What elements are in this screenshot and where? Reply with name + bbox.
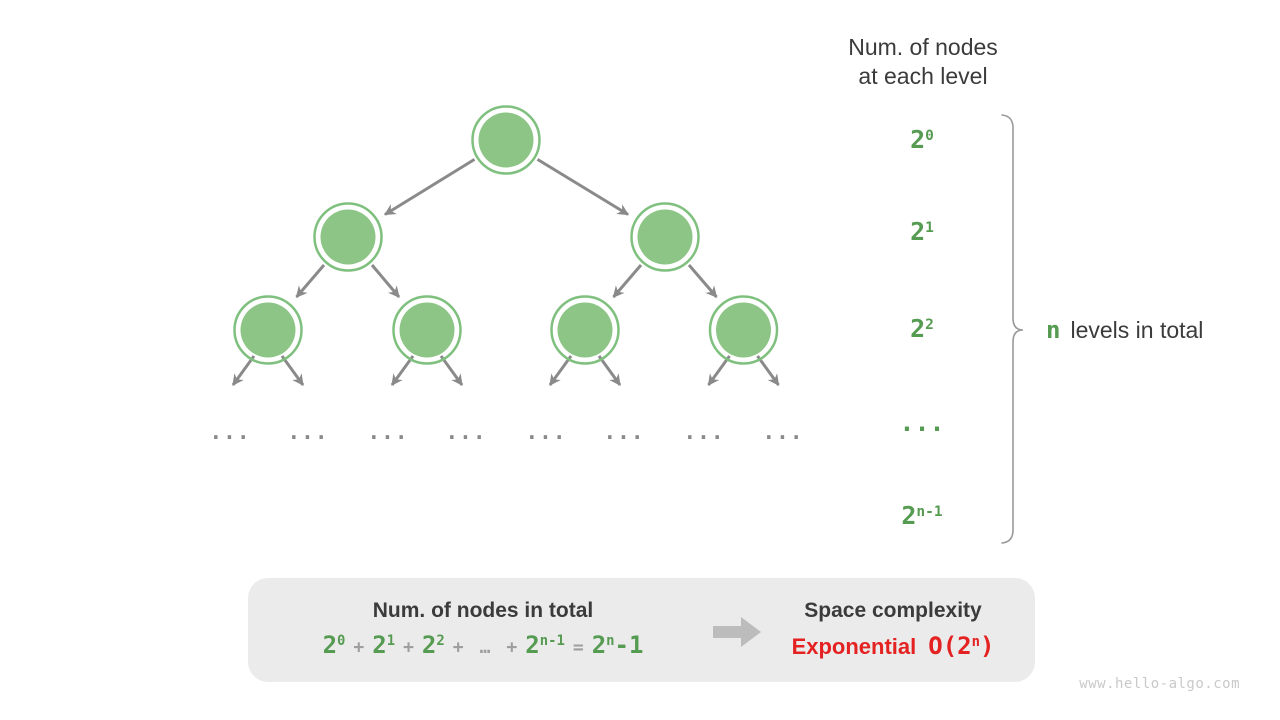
formula-operator: + [353, 637, 365, 658]
tree-node-level2-1 [392, 295, 462, 365]
level-count-label-0: 20 [910, 125, 934, 154]
tree-ellipsis: ... [684, 420, 725, 444]
tree-ellipsis: ... [446, 420, 487, 444]
tree-ellipsis: ... [210, 420, 251, 444]
formula-term: 2n-1 [525, 631, 565, 659]
tree-edge-continuation [756, 355, 780, 386]
tree-ellipsis: ... [763, 420, 804, 444]
formula-term: 21 [372, 631, 396, 659]
tree-edge [687, 264, 718, 298]
tree-edge-continuation [707, 355, 731, 386]
tree-edge-continuation [597, 355, 622, 386]
n-symbol: n [1046, 316, 1061, 344]
tree-node-level1-1 [630, 202, 700, 272]
tree-nodes [233, 105, 779, 365]
tree-node-root [471, 105, 541, 175]
levels-brace [1001, 114, 1024, 544]
complexity-word: Exponential [791, 634, 917, 659]
tree-node-level2-3 [708, 295, 779, 365]
tree-ellipsis: ... [368, 420, 409, 444]
level-count-label-ellipsis: ... [899, 408, 945, 437]
levels-count-header: Num. of nodes at each level [810, 33, 1036, 91]
tree-edge [370, 264, 401, 298]
tree-ellipsis: ... [526, 420, 567, 444]
tree-edge-continuation [280, 355, 305, 386]
formula-term: 20 [322, 631, 346, 659]
formula-operator: + [403, 637, 414, 658]
implies-arrow-icon [713, 617, 761, 647]
total-nodes-summary: Num. of nodes in total 20 + 21 + 22 + … … [248, 578, 718, 682]
level-count-label-2: 22 [910, 314, 934, 343]
level-count-label-1: 21 [910, 217, 934, 246]
header-line-2: at each level [858, 63, 988, 89]
site-watermark: www.hello-algo.com [1079, 676, 1240, 692]
formula-result: 2n-1 [591, 631, 644, 659]
space-complexity-summary: Space complexity Exponential O(2n) [768, 578, 1018, 682]
tree-node-level2-0 [233, 295, 303, 365]
total-nodes-formula: 20 + 21 + 22 + … + 2n-1 = 2n-1 [323, 631, 644, 659]
space-complexity-title: Space complexity [804, 599, 982, 622]
tree-node-level1-0 [313, 202, 383, 272]
tree-edge [612, 264, 643, 298]
total-nodes-title: Num. of nodes in total [372, 599, 594, 622]
tree-ellipsis: ... [604, 420, 645, 444]
formula-operator: + [452, 637, 464, 658]
tree-edge [384, 158, 476, 216]
tree-edge-continuation [390, 355, 415, 386]
summary-box: Num. of nodes in total 20 + 21 + 22 + … … [248, 578, 1035, 682]
tree-edge [295, 264, 326, 298]
tree-edge-continuation [548, 355, 573, 386]
tree-ellipsis: ... [288, 420, 329, 444]
formula-equals: = [572, 637, 584, 658]
level-count-label-last: 2n-1 [901, 501, 943, 530]
tree-edge-continuation [231, 355, 256, 386]
header-line-1: Num. of nodes [848, 34, 998, 60]
big-o-notation: O(2n) [928, 632, 995, 660]
formula-term: 22 [421, 631, 445, 659]
binary-tree-diagram: ... ... ... ... ... ... ... ... [210, 105, 804, 444]
tree-edge [536, 158, 629, 216]
tree-edge-continuation [439, 355, 464, 386]
formula-operator: + [506, 637, 518, 658]
complexity-value: Exponential O(2n) [792, 632, 995, 660]
tree-node-level2-2 [550, 295, 620, 365]
formula-ellipsis: … [479, 637, 491, 658]
